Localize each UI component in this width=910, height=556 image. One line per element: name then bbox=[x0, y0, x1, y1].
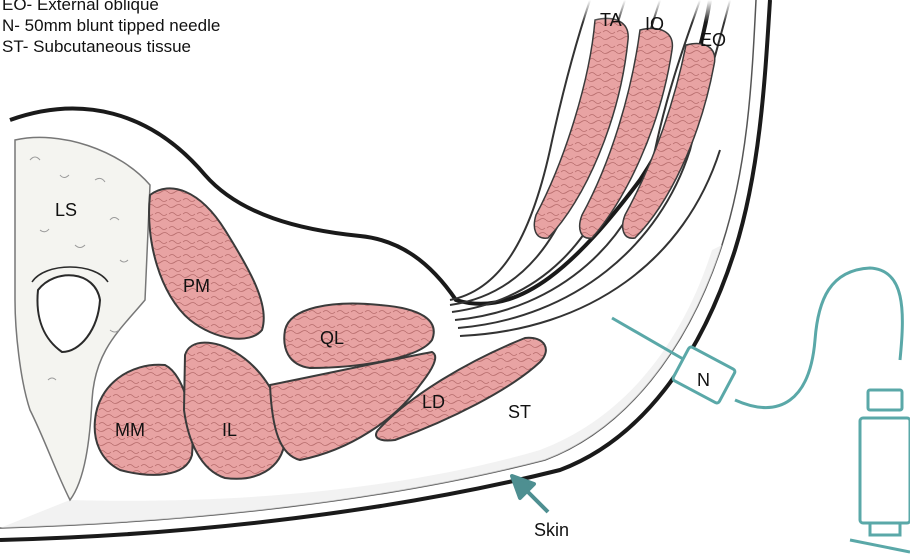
muscle-iliocostalis bbox=[184, 343, 285, 479]
label-ld: LD bbox=[422, 392, 445, 412]
label-eo: EO bbox=[700, 30, 726, 50]
label-io: IO bbox=[645, 14, 664, 34]
label-pm: PM bbox=[183, 276, 210, 296]
label-ta: TA bbox=[600, 10, 622, 30]
muscle-psoas-major bbox=[149, 188, 264, 338]
skin-arrow-icon bbox=[512, 476, 548, 512]
label-n: N bbox=[697, 370, 710, 390]
label-mm: MM bbox=[115, 420, 145, 440]
label-ls: LS bbox=[55, 200, 77, 220]
needle-assembly bbox=[612, 268, 910, 552]
label-ql: QL bbox=[320, 328, 344, 348]
needle-tubing bbox=[735, 268, 902, 408]
syringe-icon bbox=[850, 390, 910, 552]
label-il: IL bbox=[222, 420, 237, 440]
label-skin: Skin bbox=[534, 520, 569, 540]
label-st: ST bbox=[508, 402, 531, 422]
